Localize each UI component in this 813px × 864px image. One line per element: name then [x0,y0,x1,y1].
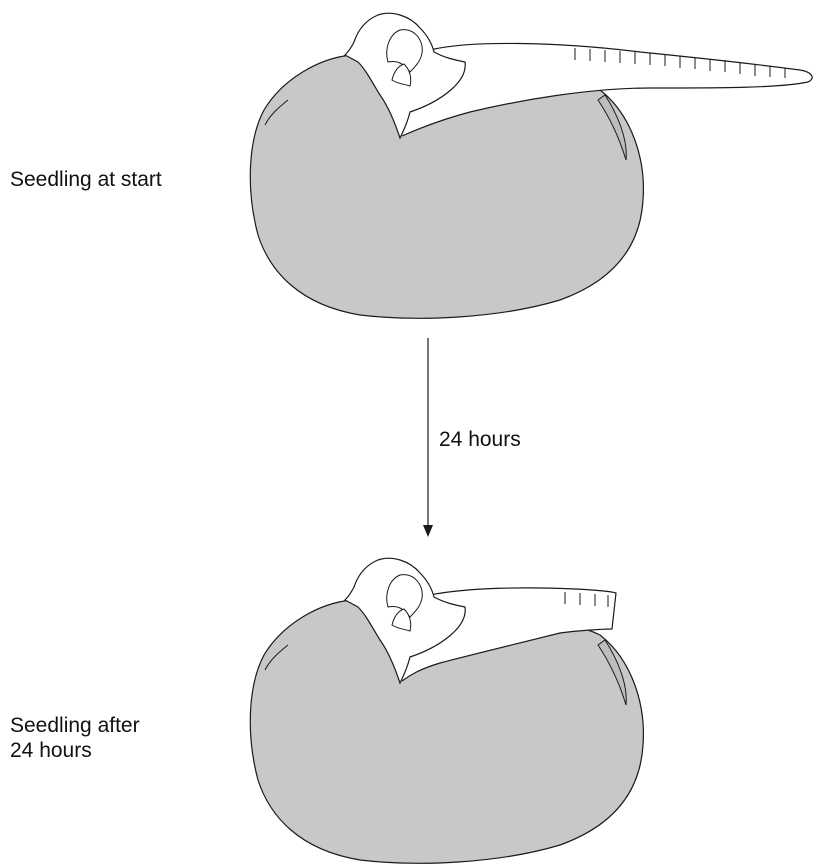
seedling-after-label-line1: Seedling after [10,713,140,738]
seedling-start-figure [250,13,812,318]
seedling-at-start-label: Seedling at start [10,167,162,192]
time-elapsed-label: 24 hours [439,427,521,452]
seedling-after-label-line2: 24 hours [10,738,92,763]
time-arrow [423,338,433,537]
seedling-after-figure [250,558,643,863]
